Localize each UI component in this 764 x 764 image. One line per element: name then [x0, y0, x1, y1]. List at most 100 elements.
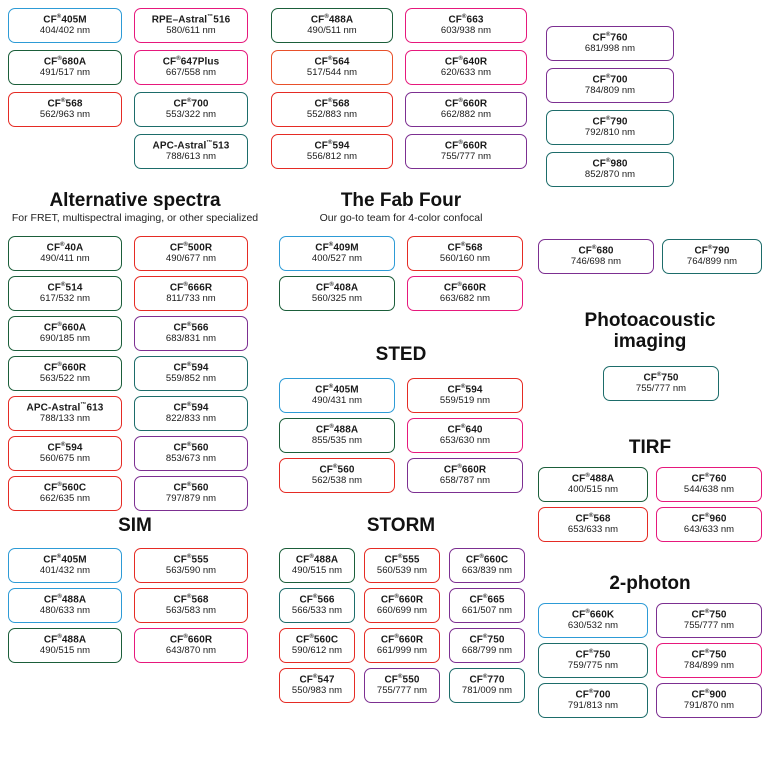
dye-spectra: 400/515 nm [567, 484, 619, 496]
dye-spectra: 792/810 nm [584, 127, 636, 139]
tirf-title: TIRF [628, 437, 672, 458]
dye-name: CF®547 [299, 673, 335, 686]
dye-name: CF®790 [592, 115, 628, 128]
dye-name: CF®640 [447, 423, 483, 436]
dye-spectra: 690/185 nm [39, 333, 91, 345]
dye-spectra: 667/558 nm [165, 67, 217, 79]
dye-name: CF®560 [173, 441, 209, 454]
registered-mark: ® [183, 281, 188, 288]
dye-spectra: 559/519 nm [439, 395, 491, 407]
dye-name: CF®566 [299, 593, 335, 606]
registered-mark: ® [394, 593, 399, 600]
dye-spectra: 491/517 nm [39, 67, 91, 79]
registered-mark: ® [585, 608, 590, 615]
dye-name: CF®568 [447, 241, 483, 254]
dye-spectra: 563/583 nm [165, 605, 217, 617]
dye-name: CF®700 [173, 97, 209, 110]
registered-mark: ® [324, 13, 329, 20]
registered-mark: ® [176, 55, 181, 62]
dye-spectra: 620/633 nm [440, 67, 492, 79]
dye-spectra: 781/009 nm [461, 685, 513, 697]
registered-mark: ® [56, 13, 62, 20]
dye-spectra: 490/431 nm [311, 395, 363, 407]
dye-name: CF®980 [592, 157, 628, 170]
